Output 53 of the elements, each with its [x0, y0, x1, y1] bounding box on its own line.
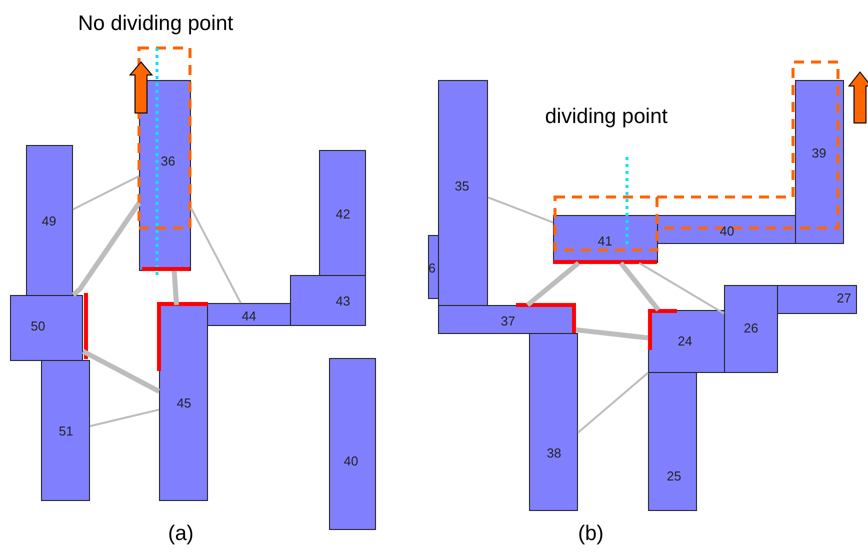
room-number: 38 — [546, 446, 562, 460]
room-number: 37 — [500, 314, 516, 328]
room-number: 36 — [160, 154, 176, 168]
connector-line — [618, 261, 660, 312]
panel-label: (a) — [168, 522, 194, 546]
room-number: 40 — [720, 224, 734, 238]
room-number: 6 — [428, 260, 436, 276]
room-block — [777, 285, 857, 314]
room-number: 27 — [836, 290, 852, 306]
annotation-text: dividing point — [545, 105, 668, 129]
connector-line — [72, 175, 140, 210]
room-block — [724, 285, 778, 373]
room-number: 50 — [30, 318, 46, 334]
room-number: 41 — [598, 234, 612, 248]
room-block — [529, 333, 578, 511]
connector-line — [526, 261, 580, 307]
connector-line — [190, 207, 242, 304]
room-number: 45 — [176, 396, 192, 410]
room-block — [10, 295, 83, 361]
connector-line — [576, 327, 648, 340]
connector-line — [82, 349, 160, 394]
room-block — [41, 360, 90, 501]
room-block — [319, 150, 366, 276]
room-block — [26, 145, 73, 296]
annotation-text: No dividing point — [78, 12, 234, 36]
connector-line — [72, 201, 142, 297]
room-number: 24 — [678, 334, 692, 348]
room-block — [207, 303, 291, 326]
room-block — [428, 235, 439, 299]
room-number: 43 — [336, 294, 350, 308]
room-number: 51 — [58, 424, 74, 438]
room-number: 25 — [666, 468, 682, 484]
connector-line — [488, 196, 554, 224]
room-block — [657, 215, 796, 244]
room-block — [159, 305, 208, 501]
room-number: 42 — [336, 206, 350, 222]
room-number: 26 — [744, 320, 758, 336]
connector-line — [90, 408, 160, 428]
room-block — [290, 275, 366, 326]
room-number: 44 — [242, 308, 256, 324]
room-block — [329, 358, 376, 530]
room-number: 49 — [42, 214, 56, 228]
connector-line — [577, 372, 649, 434]
connector-line — [172, 270, 179, 306]
room-block — [648, 310, 725, 373]
connector-line — [638, 262, 725, 314]
room-block — [438, 80, 488, 306]
room-block — [795, 80, 844, 244]
room-number: 35 — [454, 178, 470, 194]
room-number: 39 — [812, 146, 826, 160]
panel-label: (b) — [578, 522, 604, 546]
room-block — [648, 372, 697, 511]
room-number: 40 — [344, 454, 358, 468]
